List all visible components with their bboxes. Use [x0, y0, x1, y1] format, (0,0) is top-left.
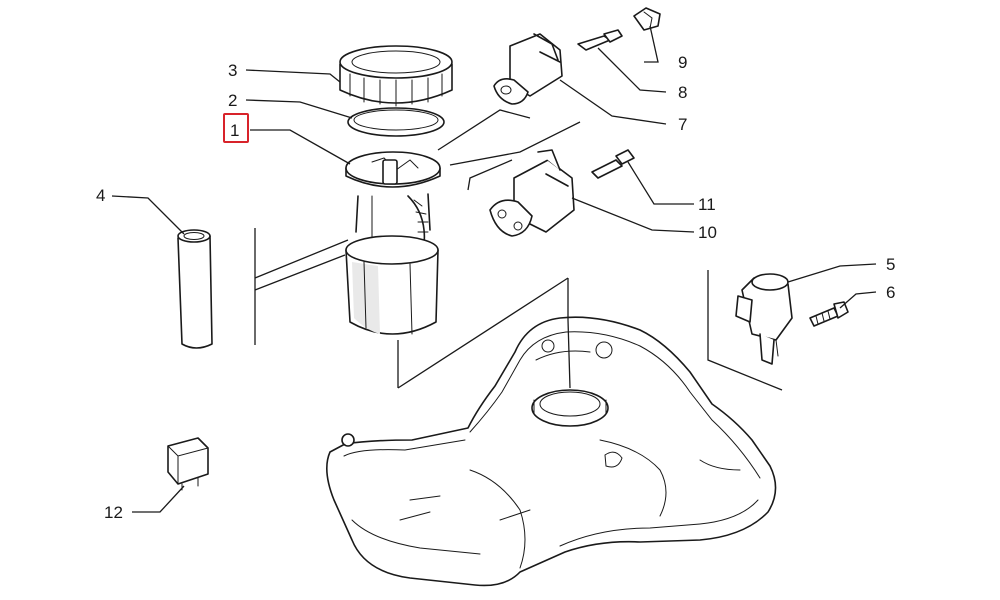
terminal-upper — [577, 29, 623, 51]
fuel-tank — [326, 316, 777, 587]
ring-nut — [339, 45, 453, 107]
connector-lower — [489, 149, 575, 237]
callout-5: 5 — [886, 255, 895, 274]
callout-6: 6 — [886, 283, 895, 302]
callout-9: 9 — [678, 53, 687, 72]
leader-lines — [111, 25, 877, 513]
callout-11: 11 — [698, 195, 716, 214]
highlighted-callout-box — [223, 113, 249, 143]
assembly-guides — [254, 109, 783, 391]
callout-3: 3 — [228, 61, 237, 80]
relay — [167, 437, 209, 491]
callout-10: 10 — [698, 223, 717, 242]
callout-12: 12 — [104, 503, 123, 522]
callout-labels: 3 2 1 4 5 6 9 8 7 11 10 12 — [96, 53, 895, 522]
connector-large — [493, 33, 563, 105]
seal-ring — [347, 107, 445, 137]
callout-1: 1 — [230, 121, 239, 140]
fuel-pump-unit — [345, 151, 441, 335]
callout-8: 8 — [678, 83, 687, 102]
cap — [633, 7, 661, 31]
tube — [177, 229, 213, 349]
valve — [735, 273, 793, 365]
terminal-lower — [591, 149, 635, 179]
callout-7: 7 — [678, 115, 687, 134]
callout-4: 4 — [96, 186, 105, 205]
screw — [809, 301, 849, 327]
callout-2: 2 — [228, 91, 237, 110]
